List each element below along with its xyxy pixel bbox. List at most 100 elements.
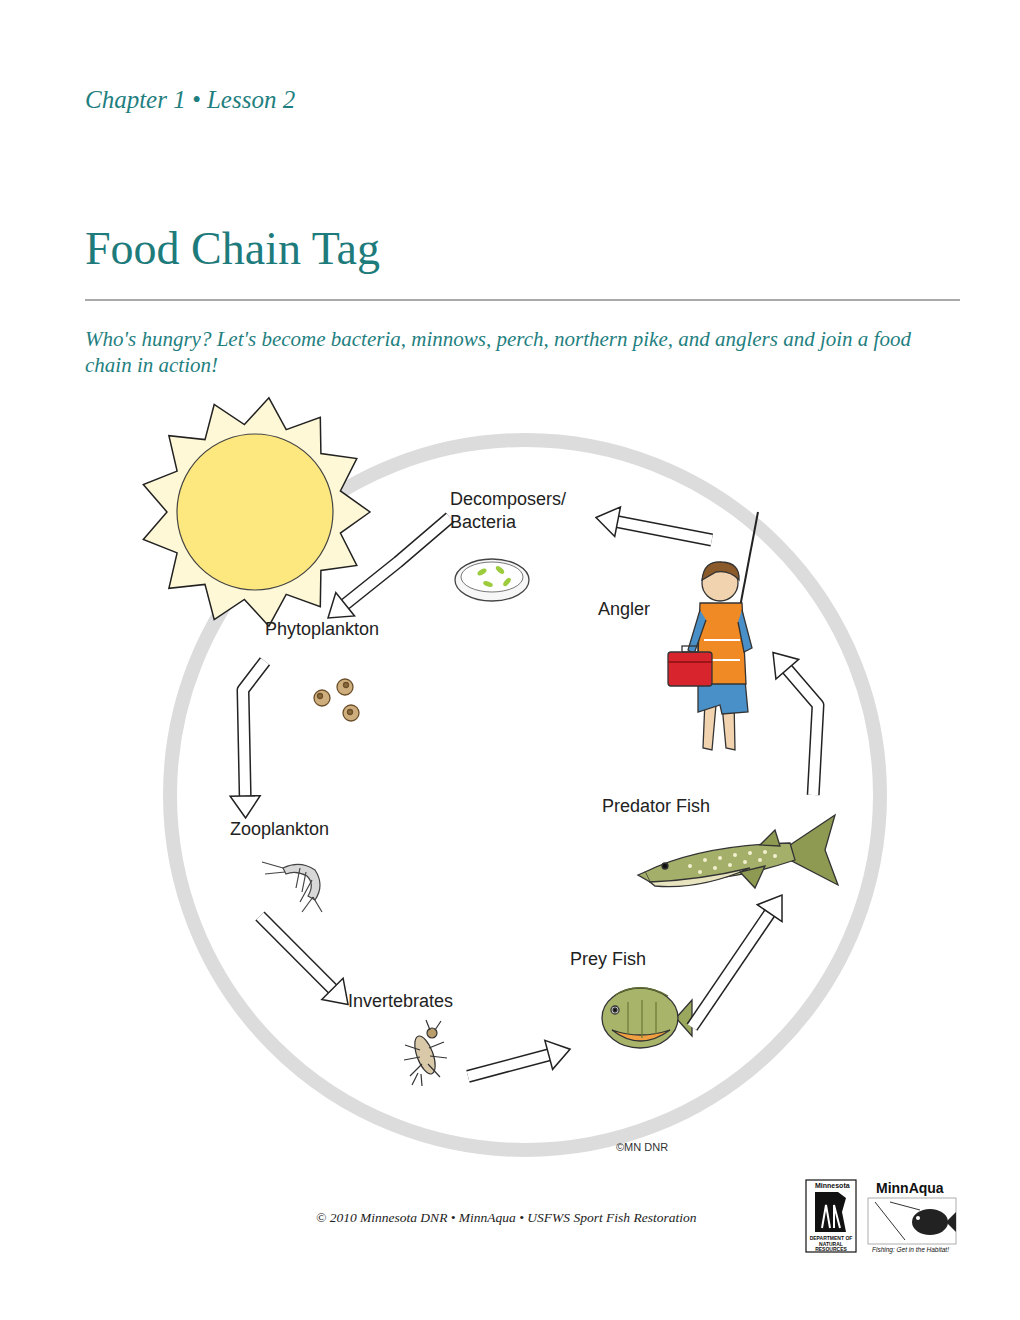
predator-fish-icon: [638, 872, 650, 882]
phytoplankton-icon: [348, 710, 353, 715]
food-chain-arrow: [596, 507, 712, 540]
food-chain-stage: Angler: [598, 540, 773, 765]
minnaqua-logo: [946, 1212, 956, 1232]
copyright-mark: ©MN DNR: [616, 1141, 668, 1153]
arrow-head: [757, 895, 782, 922]
angler-figure: [668, 512, 758, 750]
phytoplankton-icon: [337, 679, 353, 695]
dnr-logo: [815, 1192, 846, 1232]
arrow-outline: [260, 916, 334, 990]
predator-fish-icon: [718, 856, 722, 860]
arrow-outline: [468, 1054, 551, 1076]
dnr-logo: [822, 1205, 840, 1228]
food-chain-stage: Invertebrates: [348, 990, 468, 1086]
sun-icon: [143, 398, 370, 626]
logo-text: DEPARTMENT OF NATURAL RESOURCES: [808, 1236, 854, 1253]
phytoplankton-icon: [343, 705, 359, 721]
food-chain-stage: Decomposers/ Bacteria: [450, 488, 596, 606]
stage-label: Phytoplankton: [265, 618, 405, 641]
food-chain-stage: Phytoplankton: [265, 618, 405, 726]
prey-fish-icon: [602, 988, 678, 1048]
arrow-fill: [468, 1054, 551, 1076]
arrow-head: [328, 593, 355, 618]
food-chain-arrow: [692, 895, 782, 1027]
petri-dish-icon: [455, 559, 529, 601]
arrow-fill: [786, 668, 818, 795]
predator-fish-icon: [790, 815, 838, 885]
predator-fish-icon: [728, 863, 732, 867]
logo-text: Fishing: Get in the Habitat!: [872, 1246, 949, 1253]
food-chain-stage: Predator Fish: [602, 795, 842, 895]
arrow-fill: [616, 521, 712, 540]
stage-label: Prey Fish: [570, 948, 692, 971]
zooplankton-icon: [262, 862, 322, 912]
predator-fish-icon: [688, 850, 777, 874]
predator-fish-icon: [703, 858, 707, 862]
arrow-outline: [616, 521, 712, 540]
arrow-head: [322, 978, 348, 1004]
angler-figure: [682, 646, 698, 652]
petri-dish-icon: [482, 580, 493, 588]
arrow-fill: [344, 518, 450, 606]
predator-fish-icon: [688, 864, 692, 868]
food-chain-arrow: [468, 1040, 570, 1076]
phytoplankton-icon: [344, 683, 349, 688]
angler-figure: [668, 661, 712, 662]
predator-fish-icon: [638, 815, 838, 888]
petri-dish-icon: [455, 559, 529, 601]
arrow-fill: [692, 912, 771, 1028]
minnaqua-logo: [868, 1198, 956, 1244]
arrow-outline: [786, 668, 818, 795]
food-chain-arrow: [773, 653, 818, 796]
logo-text: Minnesota: [815, 1182, 850, 1189]
arrow-head: [230, 796, 260, 818]
phytoplankton-icon: [314, 679, 359, 721]
food-chain-arrow: [328, 518, 450, 619]
prey-fish-icon: [611, 1006, 619, 1014]
minnaqua-logo: [912, 1209, 948, 1235]
predator-fish-icon: [662, 863, 668, 869]
prey-fish-icon: [612, 1030, 670, 1041]
footer-credit: © 2010 Minnesota DNR • MinnAqua • USFWS …: [316, 1210, 696, 1226]
invertebrate-icon: [411, 1033, 440, 1076]
stage-label: Angler: [598, 598, 773, 621]
angler-figure: [702, 562, 739, 580]
prey-fish-icon: [615, 988, 668, 996]
predator-fish-icon: [733, 853, 737, 857]
stage-label: Invertebrates: [348, 990, 468, 1013]
arrow-outline: [243, 661, 265, 798]
arrow-outline: [692, 912, 771, 1028]
zooplankton-icon: [283, 864, 320, 900]
arrow-outline: [344, 518, 450, 606]
petri-dish-icon: [476, 567, 487, 576]
food-chain-stage: Prey Fish: [570, 948, 692, 1058]
angler-figure: [668, 652, 712, 686]
arrow-head: [773, 653, 799, 679]
predator-fish-icon: [650, 868, 750, 887]
food-chain-arrow: [260, 916, 348, 1004]
prey-fish-icon: [628, 1000, 656, 1038]
zooplankton-icon: [262, 862, 322, 912]
arrow-head: [545, 1040, 570, 1069]
chapter-heading: Chapter 1 • Lesson 2: [85, 86, 295, 114]
stage-label: Zooplankton: [230, 818, 360, 841]
arrow-fill: [243, 661, 265, 798]
petri-dish-icon: [461, 562, 523, 592]
title-rule: [85, 300, 960, 301]
sun-icon: [143, 398, 370, 626]
stage-label: Predator Fish: [602, 795, 842, 818]
predator-fish-icon: [743, 860, 747, 864]
dnr-logo: [806, 1180, 856, 1252]
phytoplankton-icon: [314, 690, 330, 706]
minnaqua-logo: [916, 1216, 920, 1220]
invertebrate-icon: [404, 1020, 447, 1086]
petri-dish-icon: [502, 577, 512, 588]
arrow-fill: [260, 916, 334, 990]
invertebrate-icon: [404, 1020, 447, 1086]
page-title: Food Chain Tag: [85, 222, 380, 275]
prey-fish-icon: [613, 1008, 617, 1012]
prey-fish-icon: [602, 988, 692, 1048]
predator-fish-icon: [763, 850, 767, 854]
minnaqua-logo: [868, 1198, 956, 1244]
